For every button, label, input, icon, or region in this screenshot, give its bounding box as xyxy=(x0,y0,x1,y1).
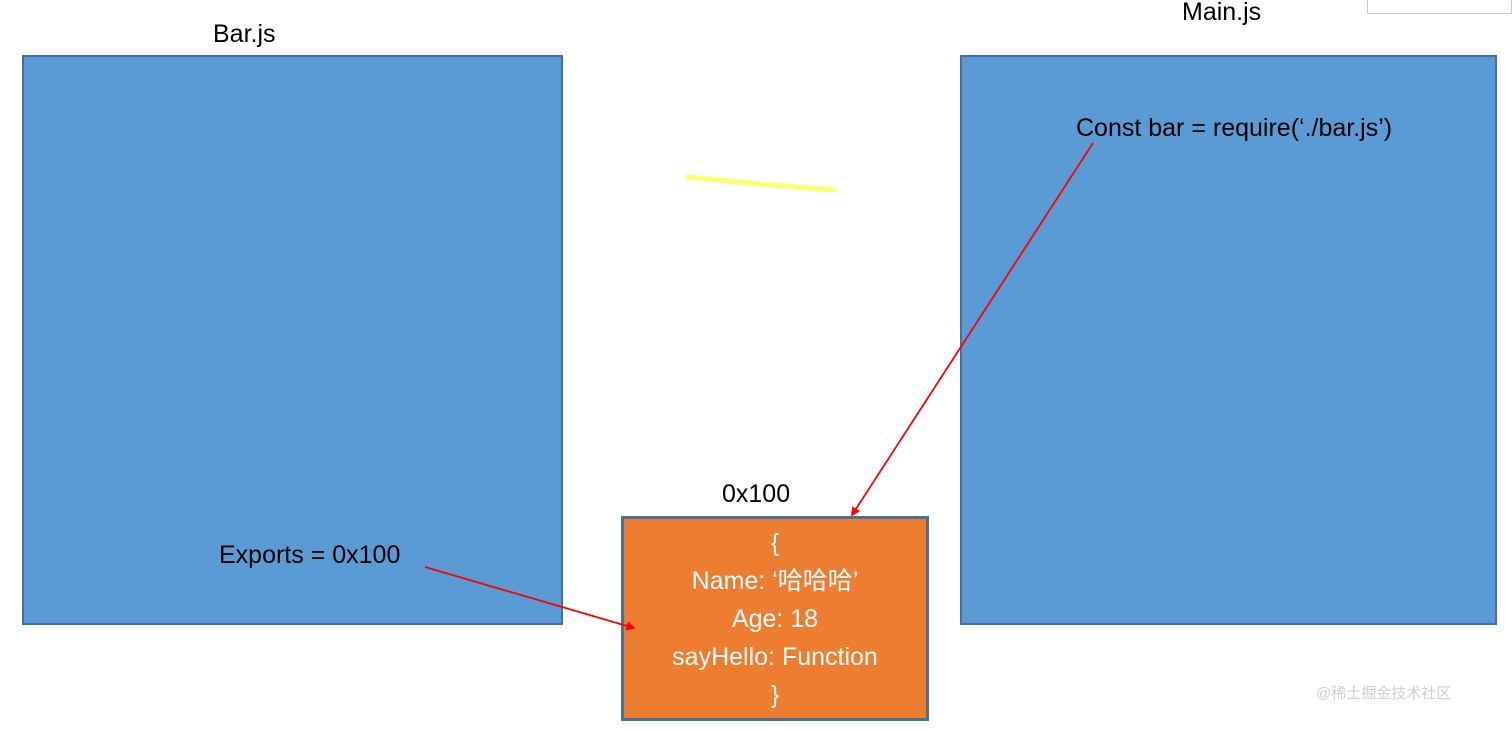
memory-object-box: { Name: ‘哈哈哈’ Age: 18 sayHello: Function… xyxy=(621,516,929,721)
memory-address-label: 0x100 xyxy=(722,480,791,508)
object-line: Name: ‘哈哈哈’ xyxy=(691,566,859,595)
object-line: { xyxy=(770,528,780,557)
module-caption-bar: Bar.js xyxy=(213,20,276,48)
watermark: @稀土掘金技术社区 xyxy=(1316,685,1452,702)
object-line: } xyxy=(770,680,780,709)
exports-assignment-text: Exports = 0x100 xyxy=(219,541,401,569)
require-statement-text: Const bar = require(‘./bar.js’) xyxy=(1076,114,1393,142)
object-line: Age: 18 xyxy=(731,604,819,633)
stray-frame xyxy=(1367,0,1512,14)
module-caption-main: Main.js xyxy=(1182,0,1262,26)
highlighter-stroke xyxy=(685,174,836,193)
module-box-bar xyxy=(22,55,563,625)
object-line: sayHello: Function xyxy=(672,642,878,671)
